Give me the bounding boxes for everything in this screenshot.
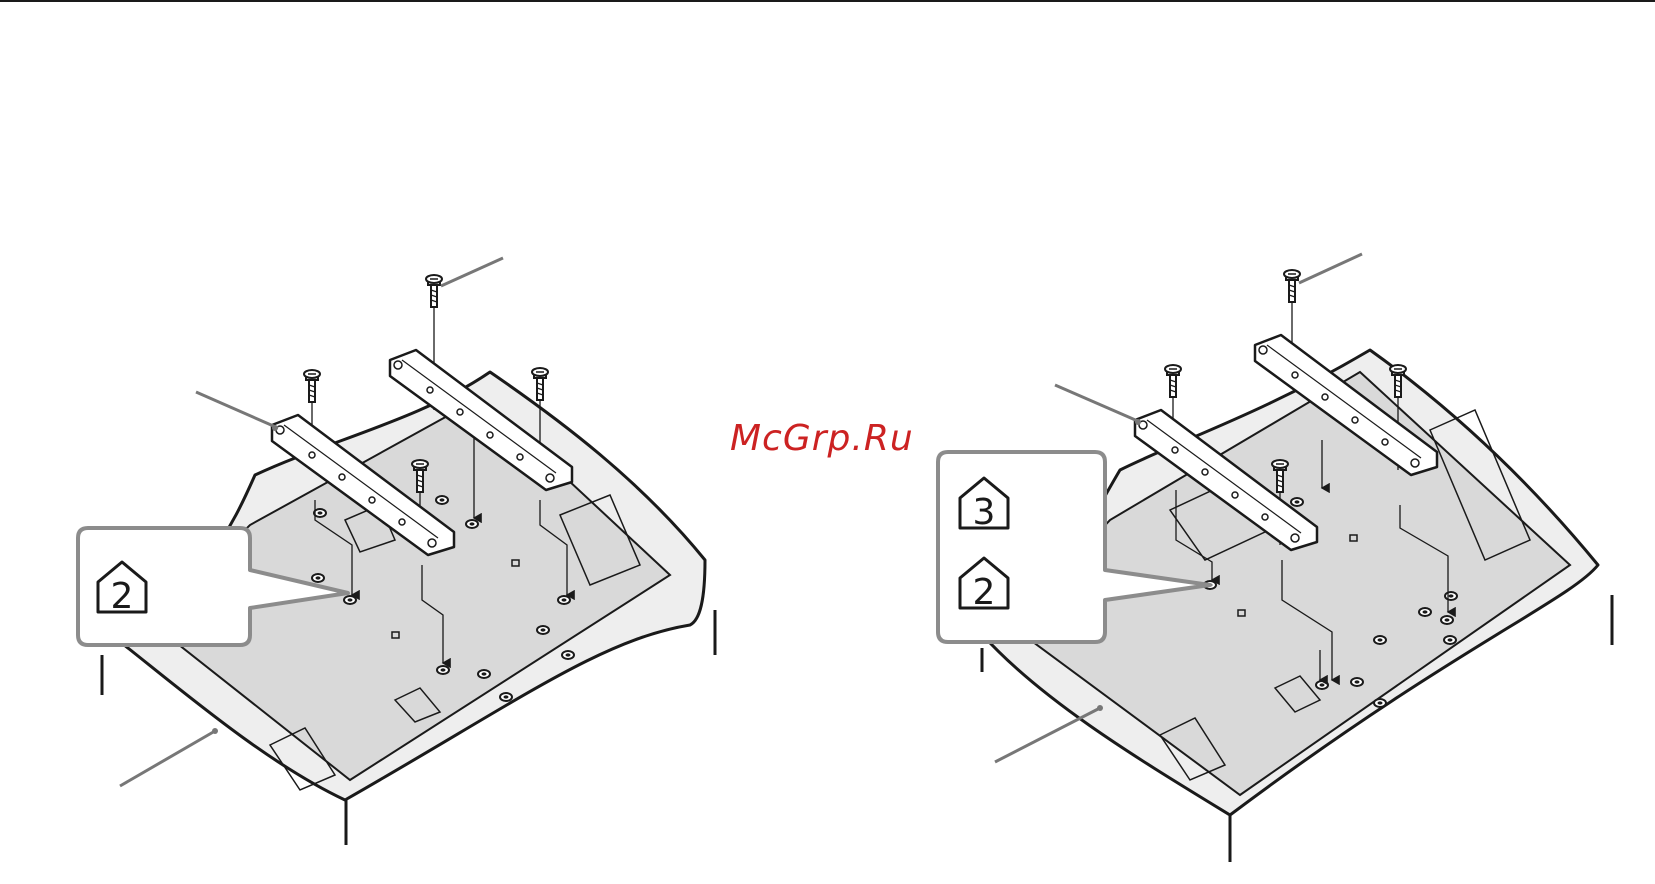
step-badge-label: 3 <box>973 492 996 533</box>
panel-hole <box>436 496 448 504</box>
panel-hole <box>478 670 490 678</box>
leader-dot <box>212 728 218 734</box>
panel-hole <box>437 666 449 674</box>
panel-hole <box>1441 616 1453 624</box>
panel-hole <box>562 651 574 659</box>
panel-hole <box>500 693 512 701</box>
leader-line <box>995 708 1100 762</box>
panel-hole <box>1316 681 1328 689</box>
leader-dot <box>1135 419 1141 425</box>
panel-hole <box>344 596 356 604</box>
leader-dot <box>272 425 278 431</box>
leader-line <box>1055 385 1140 422</box>
panel-hole <box>1291 498 1303 506</box>
leader-line <box>1299 254 1362 283</box>
panel-hole <box>1445 592 1457 600</box>
step-badge-label: 2 <box>111 576 134 617</box>
leader-line <box>120 731 215 786</box>
step-badge-label: 2 <box>973 572 996 613</box>
panel-hole <box>1419 608 1431 616</box>
leader-line <box>441 258 503 286</box>
panel-hole <box>1351 678 1363 686</box>
right-figure: 3 2 <box>938 254 1612 862</box>
screw-icon <box>1165 365 1181 397</box>
panel-hole <box>466 520 478 528</box>
leader-dot <box>1097 705 1103 711</box>
panel-hole <box>558 596 570 604</box>
screw-icon <box>1284 270 1300 302</box>
panel-hole <box>1374 699 1386 707</box>
watermark: McGrp.Ru <box>730 418 914 459</box>
screw-icon <box>304 370 320 402</box>
leader-line <box>196 392 278 428</box>
screw-icon <box>532 368 548 400</box>
left-figure: 2 <box>78 258 715 845</box>
screw-icon <box>426 275 442 307</box>
top-rule <box>0 0 1655 2</box>
panel-hole <box>312 574 324 582</box>
panel-hole <box>1444 636 1456 644</box>
panel-hole <box>1374 636 1386 644</box>
panel-hole <box>314 509 326 517</box>
panel-hole <box>537 626 549 634</box>
